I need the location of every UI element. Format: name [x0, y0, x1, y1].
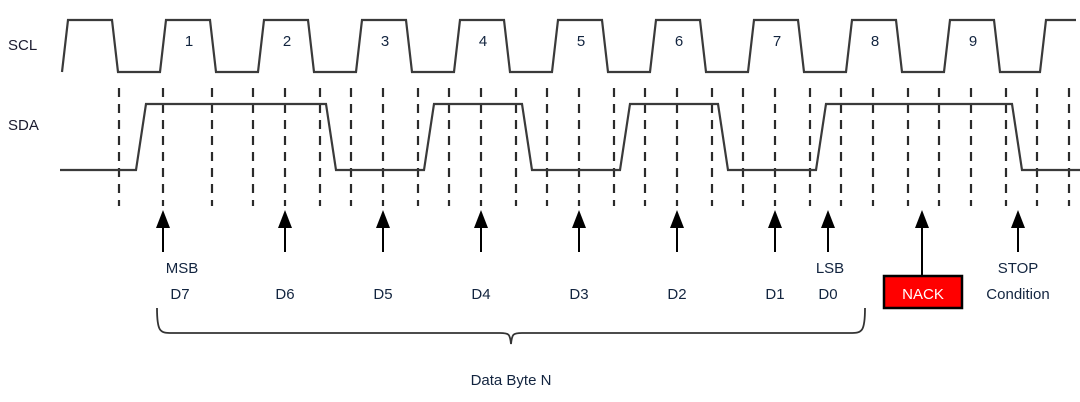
bit-label-msb: MSB	[166, 260, 199, 277]
stop-label-line2: Condition	[986, 286, 1049, 303]
clock-number-1: 1	[185, 33, 193, 50]
clock-number-6: 6	[675, 33, 683, 50]
sample-arrow-d7	[156, 210, 170, 252]
sample-arrow-stop	[1011, 210, 1025, 252]
sample-arrow-d3	[572, 210, 586, 252]
sample-arrow-d5	[376, 210, 390, 252]
clock-number-2: 2	[283, 33, 291, 50]
scl-waveform	[60, 18, 1076, 74]
bit-label-d0: D0	[818, 286, 837, 303]
bit-label-lsb: LSB	[816, 260, 844, 277]
clock-number-3: 3	[381, 33, 389, 50]
clock-number-9: 9	[969, 33, 977, 50]
clock-number-7: 7	[773, 33, 781, 50]
sample-arrow-d4	[474, 210, 488, 252]
sda-waveform	[60, 102, 1080, 172]
bit-label-d4: D4	[471, 286, 490, 303]
stop-label-line1: STOP	[998, 260, 1039, 277]
clock-number-5: 5	[577, 33, 585, 50]
data-byte-label: Data Byte N	[471, 372, 552, 389]
data-byte-brace	[156, 307, 866, 345]
bit-label-d1: D1	[765, 286, 784, 303]
guide-dash-group	[117, 88, 1071, 206]
bit-label-d3: D3	[569, 286, 588, 303]
bit-label-d7: D7	[170, 286, 189, 303]
sample-arrow-d6	[278, 210, 292, 252]
bit-label-d6: D6	[275, 286, 294, 303]
bit-label-d2: D2	[667, 286, 686, 303]
sample-arrow-d1	[768, 210, 782, 252]
sda-row-label: SDA	[8, 117, 39, 134]
sample-arrow-group	[156, 210, 1025, 276]
sample-arrow-d2	[670, 210, 684, 252]
scl-row-label: SCL	[8, 37, 37, 54]
sample-arrow-nack	[915, 210, 929, 276]
nack-badge[interactable]: NACK	[882, 274, 964, 310]
clock-number-4: 4	[479, 33, 487, 50]
bit-label-d5: D5	[373, 286, 392, 303]
clock-number-8: 8	[871, 33, 879, 50]
sample-arrow-d0	[821, 210, 835, 252]
nack-badge-label: NACK	[902, 286, 944, 303]
